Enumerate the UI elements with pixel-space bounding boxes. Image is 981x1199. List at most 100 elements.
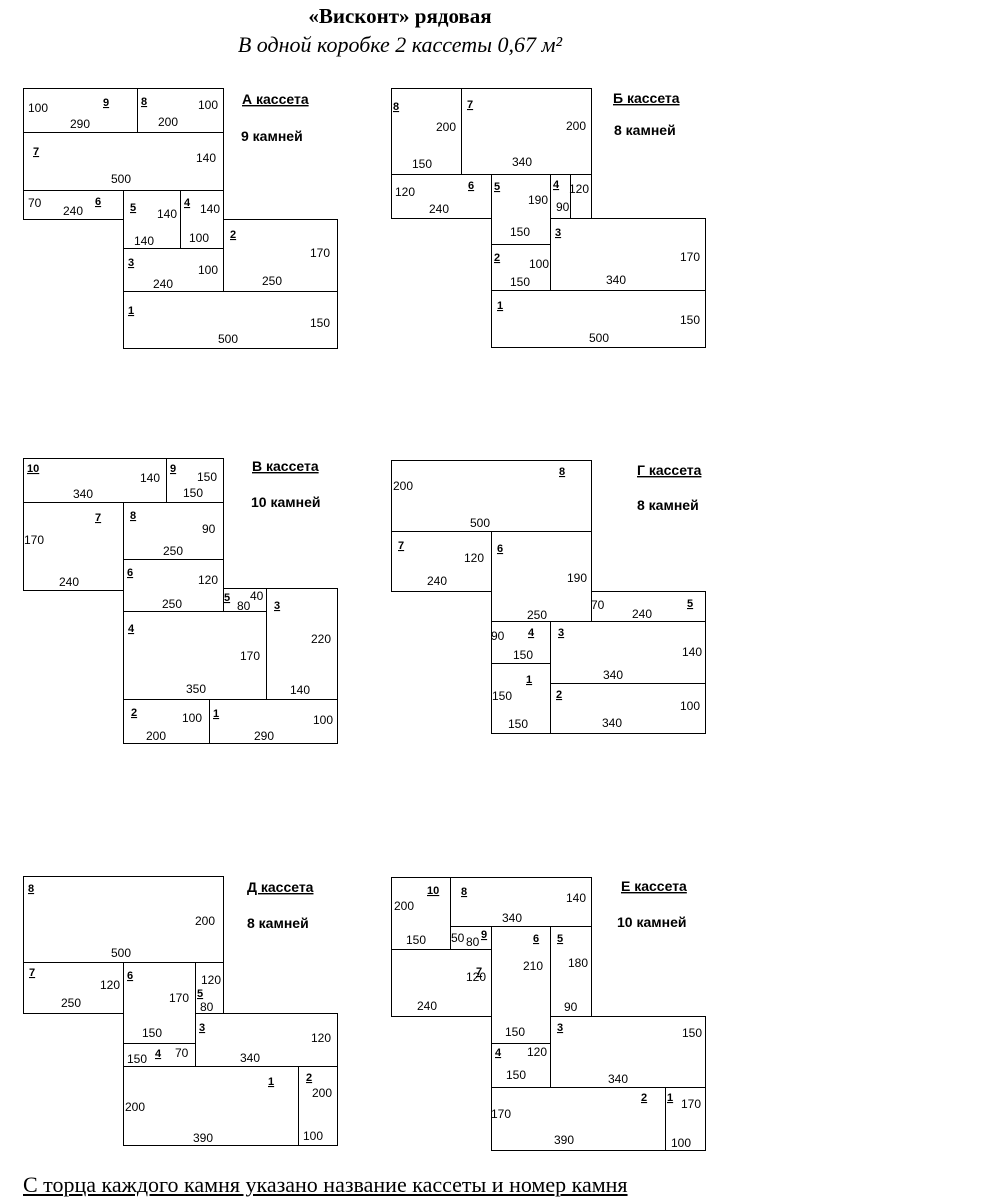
stone-number: 7 <box>398 540 404 552</box>
stone-height-label: 200 <box>394 899 414 913</box>
stone-number: 9 <box>170 463 176 475</box>
stone-outline <box>123 190 181 249</box>
stone-number: 5 <box>130 202 136 214</box>
stone-height-label: 140 <box>157 207 177 221</box>
stone-number: 4 <box>553 179 560 191</box>
stone-width-label: 200 <box>146 729 166 743</box>
stone-number: 4 <box>528 627 535 639</box>
stone-outline <box>123 699 210 744</box>
stone-width-label: 150 <box>510 275 530 289</box>
stone-outline <box>665 1087 706 1151</box>
stone-outline <box>123 291 338 349</box>
stone-height-label: 100 <box>28 101 48 115</box>
stone-height-label: 150 <box>197 470 217 484</box>
stone-number: 5 <box>197 988 203 1000</box>
stone-number: 3 <box>199 1022 205 1034</box>
stone-width-label: 150 <box>513 648 533 662</box>
stone-width-label: 290 <box>254 729 274 743</box>
stone-count: 10 камней <box>251 494 320 510</box>
stone-number: 2 <box>494 252 500 264</box>
stone-width-label: 70 <box>175 1046 189 1060</box>
stone-outline <box>391 877 451 950</box>
stone-number: 7 <box>95 512 101 524</box>
stone-number: 10 <box>27 463 39 475</box>
stone-width-label: 200 <box>158 115 178 129</box>
stone-width-label: 240 <box>63 204 83 218</box>
stone-height-label: 140 <box>566 891 586 905</box>
stone-height-label: 170 <box>310 246 330 260</box>
stone-outline <box>491 1043 551 1088</box>
stone-height-label: 180 <box>568 956 588 970</box>
stone-count: 8 камней <box>614 122 676 138</box>
stone-height-label: 40 <box>250 589 264 603</box>
stone-width-label: 100 <box>303 1129 323 1143</box>
stone-outline <box>491 244 551 291</box>
stone-number: 6 <box>468 180 474 192</box>
stone-outline <box>450 877 592 927</box>
stone-width-label: 150 <box>508 717 528 731</box>
stone-width-label: 340 <box>240 1051 260 1065</box>
stone-outline <box>391 949 492 1017</box>
stone-height-label: 120 <box>201 973 221 987</box>
stone-width-label: 340 <box>73 487 93 501</box>
stone-outline <box>23 88 138 133</box>
stone-height-label: 120 <box>527 1045 547 1059</box>
stone-width-label: 500 <box>111 172 131 186</box>
stone-outline <box>23 962 124 1014</box>
stone-width-label: 340 <box>606 273 626 287</box>
stone-width-label: 250 <box>61 996 81 1010</box>
stone-height-label: 120 <box>466 970 486 984</box>
stone-height-label: 150 <box>682 1026 702 1040</box>
cassette-title: Д кассета <box>247 879 314 895</box>
stone-height-label: 100 <box>313 713 333 727</box>
stone-width-label: 250 <box>162 597 182 611</box>
stone-number: 8 <box>141 96 147 108</box>
stone-number: 10 <box>427 885 439 897</box>
stone-number: 3 <box>274 600 280 612</box>
stone-outline <box>23 190 124 220</box>
stone-width-label: 80 <box>237 599 251 613</box>
stone-outline <box>550 683 706 734</box>
stone-number: 1 <box>526 674 532 686</box>
stone-number: 5 <box>687 598 693 610</box>
stone-height-label: 150 <box>680 313 700 327</box>
stone-outline <box>391 460 592 532</box>
stone-number: 4 <box>495 1047 502 1059</box>
stone-outline <box>550 218 706 291</box>
stone-number: 7 <box>467 99 473 111</box>
stone-width-label: 90 <box>564 1000 578 1014</box>
stone-height-label: 220 <box>311 632 331 646</box>
stone-height-label: 120 <box>569 182 589 196</box>
stone-width-label: 340 <box>608 1072 628 1086</box>
stone-width-label: 80 <box>466 935 480 949</box>
stone-height-label: 170 <box>680 250 700 264</box>
stone-height-label: 100 <box>182 711 202 725</box>
page-title: «Висконт» рядовая <box>308 4 492 28</box>
stone-number: 2 <box>556 689 562 701</box>
stone-number: 3 <box>128 257 134 269</box>
